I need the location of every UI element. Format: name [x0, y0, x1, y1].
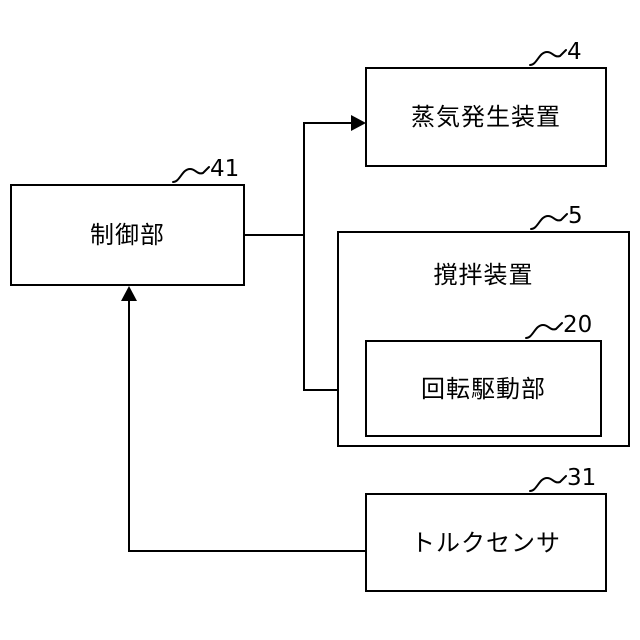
connector-trunk-vertical	[303, 122, 305, 391]
refnum-41: 41	[210, 156, 240, 182]
block-steam-generator[interactable]: 蒸気発生装置	[365, 67, 607, 167]
refnum-4: 4	[567, 39, 582, 65]
leader-line-20	[525, 322, 563, 339]
block-control-unit[interactable]: 制御部	[10, 184, 245, 286]
block-rotation-drive-unit-label: 回転駆動部	[421, 374, 546, 403]
leader-line-41	[172, 166, 210, 183]
leader-line-31	[529, 475, 567, 492]
connector-torque-sensor-feedback-vertical	[128, 296, 130, 551]
block-control-unit-label: 制御部	[90, 221, 165, 249]
block-stirring-device-label: 撹拌装置	[433, 261, 534, 289]
leader-line-5	[530, 213, 568, 230]
refnum-5: 5	[568, 203, 583, 229]
connector-torque-sensor-feedback-horizontal	[128, 550, 365, 552]
block-rotation-drive-unit[interactable]: 回転駆動部	[365, 340, 602, 437]
block-torque-sensor-label: トルクセンサ	[411, 528, 561, 557]
connector-control-to-trunk	[245, 234, 305, 236]
leader-line-4	[529, 49, 567, 66]
arrowhead-to-steam-generator	[351, 115, 366, 131]
block-steam-generator-label: 蒸気発生装置	[411, 103, 561, 131]
block-torque-sensor[interactable]: トルクセンサ	[365, 493, 607, 592]
connector-trunk-to-rotation-drive	[303, 389, 353, 391]
connector-trunk-to-steam-generator	[303, 122, 353, 124]
arrowhead-to-control-unit	[121, 286, 137, 301]
refnum-31: 31	[567, 465, 597, 491]
refnum-20: 20	[563, 312, 593, 338]
